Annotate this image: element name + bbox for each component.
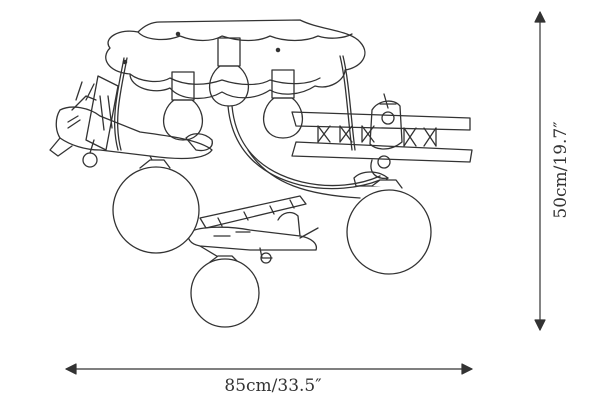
cloud-canopy xyxy=(105,19,366,99)
left-biplane xyxy=(49,75,213,169)
width-dimension-line xyxy=(65,363,473,375)
lower-biplane xyxy=(187,195,319,264)
right-biplane xyxy=(291,93,473,187)
globe-shades xyxy=(112,159,432,328)
height-dimension-line xyxy=(534,11,546,331)
height-label: 50cm/19.7″ xyxy=(551,121,571,219)
width-label: 85cm/33.5″ xyxy=(224,376,322,396)
light-bulbs xyxy=(162,37,304,141)
